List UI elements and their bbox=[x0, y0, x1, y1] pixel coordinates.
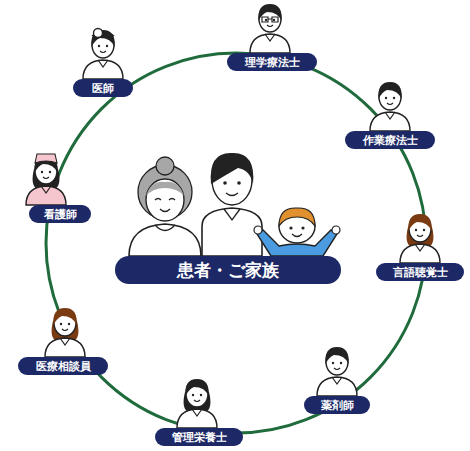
mouth bbox=[387, 103, 393, 105]
body bbox=[83, 60, 123, 79]
mouth bbox=[267, 25, 273, 27]
person-figure bbox=[26, 154, 66, 205]
collar bbox=[192, 409, 202, 416]
role-label: 作業療法士 bbox=[345, 131, 435, 149]
eye bbox=[265, 19, 267, 21]
team-ring bbox=[46, 53, 426, 433]
label-text: 医師 bbox=[92, 83, 114, 94]
mouth bbox=[334, 368, 340, 370]
eye bbox=[68, 323, 70, 325]
role-label: 理学療法士 bbox=[227, 53, 317, 71]
eye bbox=[332, 362, 334, 364]
label-text: 看護師 bbox=[44, 209, 77, 220]
body bbox=[370, 112, 410, 131]
eye bbox=[106, 45, 108, 47]
role-label: 医師 bbox=[73, 79, 133, 97]
label-text: 作業療法士 bbox=[363, 135, 418, 146]
person-figure bbox=[317, 347, 357, 396]
collar bbox=[265, 34, 275, 41]
hair bbox=[325, 347, 348, 364]
role-label: 看護師 bbox=[29, 205, 91, 223]
eye bbox=[200, 394, 202, 396]
collar bbox=[60, 338, 70, 345]
role-label: 医療相談員 bbox=[18, 357, 108, 375]
eye bbox=[423, 229, 425, 231]
role-label: 言語聴覚士 bbox=[376, 263, 464, 281]
head-mirror bbox=[94, 29, 103, 38]
figures bbox=[26, 4, 440, 428]
person-figure bbox=[250, 4, 290, 53]
child bbox=[254, 208, 340, 256]
body bbox=[317, 377, 357, 396]
label-text: 管理栄養士 bbox=[172, 432, 227, 443]
person-figure bbox=[177, 379, 217, 428]
nurse-cap bbox=[35, 154, 57, 163]
mouth bbox=[194, 400, 200, 402]
eye bbox=[273, 19, 275, 21]
man bbox=[202, 153, 262, 256]
hair bbox=[53, 308, 76, 325]
collar bbox=[385, 112, 395, 119]
label-text: 医療相談員 bbox=[36, 361, 91, 372]
family-illustration bbox=[129, 153, 340, 256]
eye bbox=[415, 229, 417, 231]
person-figure bbox=[45, 308, 85, 357]
glasses bbox=[262, 17, 278, 22]
eye bbox=[385, 97, 387, 99]
body bbox=[45, 338, 85, 357]
hair bbox=[185, 379, 208, 396]
center-label: 患者・ご家族 bbox=[115, 256, 341, 284]
label-text: 薬剤師 bbox=[321, 400, 354, 411]
collar bbox=[98, 60, 108, 67]
mouth bbox=[62, 329, 68, 331]
collar bbox=[332, 377, 342, 384]
role-label: 管理栄養士 bbox=[155, 428, 243, 446]
eye bbox=[393, 97, 395, 99]
collar bbox=[41, 186, 51, 193]
body bbox=[26, 186, 66, 205]
hair bbox=[258, 4, 281, 21]
person-figure bbox=[370, 82, 410, 131]
eye bbox=[49, 171, 51, 173]
eye bbox=[41, 171, 43, 173]
body bbox=[400, 244, 440, 263]
grandmother bbox=[129, 157, 201, 256]
eye bbox=[192, 394, 194, 396]
mouth bbox=[417, 235, 423, 237]
collar bbox=[415, 244, 425, 251]
eye bbox=[340, 362, 342, 364]
hair bbox=[408, 214, 431, 231]
person-figure bbox=[83, 29, 123, 80]
mouth bbox=[100, 51, 106, 53]
eye bbox=[98, 45, 100, 47]
mouth bbox=[43, 177, 49, 179]
person-figure bbox=[400, 214, 440, 263]
hair bbox=[378, 82, 401, 99]
label-text: 言語聴覚士 bbox=[393, 267, 448, 278]
body bbox=[177, 409, 217, 428]
label-text: 理学療法士 bbox=[245, 57, 300, 68]
eye bbox=[60, 323, 62, 325]
body bbox=[250, 34, 290, 53]
role-label: 薬剤師 bbox=[304, 396, 370, 414]
label-text: 患者・ご家族 bbox=[177, 262, 279, 279]
